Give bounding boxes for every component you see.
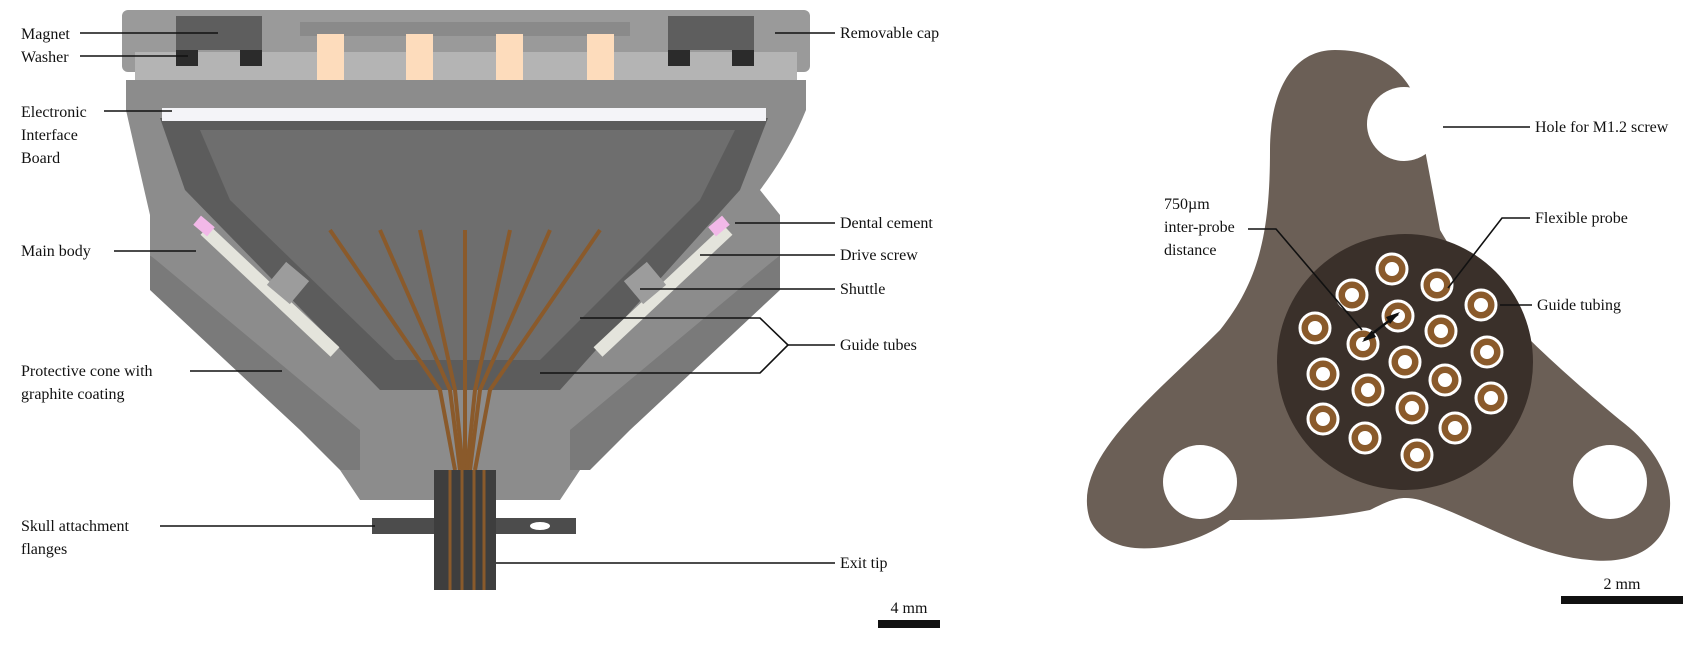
electronic-interface-board-shape: [162, 108, 766, 121]
label-guide-tubing: Guide tubing: [1537, 297, 1621, 314]
dental-cement-shape: [193, 215, 215, 237]
dental-cement-shape: [708, 215, 730, 237]
probe-lumen: [1434, 324, 1448, 338]
label-removable-cap: Removable cap: [840, 25, 939, 42]
screw-hole-right: [1573, 445, 1647, 519]
probe-lumen: [1316, 367, 1330, 381]
scale-bar-left-label: 4 mm: [891, 600, 928, 617]
probe-lumen: [1438, 373, 1452, 387]
washer-shape: [176, 50, 198, 66]
probe-lumen: [1345, 288, 1359, 302]
label-cone-line1: Protective cone with: [21, 363, 153, 380]
label-drive-screw: Drive screw: [840, 247, 918, 264]
shuttle-shape: [623, 261, 667, 305]
label-screw-hole: Hole for M1.2 screw: [1535, 119, 1669, 136]
drive-screw-shape: [593, 225, 733, 357]
probe-lumen: [1308, 321, 1322, 335]
probe-lumen: [1391, 309, 1405, 323]
washer-shape: [732, 50, 754, 66]
probe-lumen: [1385, 262, 1399, 276]
screw-hole-top: [1367, 87, 1441, 161]
label-eib-line1: Electronic: [21, 104, 87, 121]
label-main-body: Main body: [21, 243, 91, 260]
scale-bar-right: [1561, 596, 1683, 604]
probe-lumen: [1410, 448, 1424, 462]
label-exit-tip: Exit tip: [840, 555, 888, 572]
label-cone-line2: graphite coating: [21, 386, 125, 403]
label-distance-line2: inter-probe: [1164, 219, 1235, 236]
probe-lumen: [1356, 337, 1370, 351]
drive-screw-shape: [200, 225, 340, 357]
probe-lumen: [1405, 401, 1419, 415]
label-guide-tubes: Guide tubes: [840, 337, 917, 354]
magnet-shape: [668, 16, 754, 50]
label-distance-line3: distance: [1164, 242, 1216, 259]
washer-shape: [240, 50, 262, 66]
label-skull-line2: flanges: [21, 541, 67, 558]
probe-lumen: [1474, 298, 1488, 312]
label-skull-line1: Skull attachment: [21, 518, 130, 535]
exit-tip-shape: [434, 470, 496, 590]
label-dental-cement: Dental cement: [840, 215, 933, 232]
washer-shape: [668, 50, 690, 66]
scale-bar-left: [878, 620, 940, 628]
protective-cone-shape: [150, 255, 360, 470]
screw-hole-left: [1163, 445, 1237, 519]
probe-lumen: [1484, 391, 1498, 405]
probe-lumen: [1398, 355, 1412, 369]
label-distance-line1: 750µm: [1164, 196, 1210, 213]
label-flexible-probe: Flexible probe: [1535, 210, 1628, 227]
probe-array: [1298, 252, 1508, 472]
scale-bar-right-label: 2 mm: [1604, 576, 1641, 593]
distance-arrow: [1248, 228, 1400, 342]
label-magnet: Magnet: [21, 26, 70, 43]
probe-lumen: [1361, 383, 1375, 397]
drive-cross-section: [122, 10, 810, 590]
probe-lumen: [1480, 345, 1494, 359]
label-eib-line2: Interface: [21, 127, 78, 144]
label-washer: Washer: [21, 49, 69, 66]
shuttle-shape: [266, 261, 310, 305]
probe-lumen: [1358, 431, 1372, 445]
label-shuttle: Shuttle: [840, 281, 885, 298]
probe-lumen: [1430, 278, 1444, 292]
probe-lumen: [1448, 421, 1462, 435]
label-eib-line3: Board: [21, 150, 60, 167]
probe-lumen: [1316, 412, 1330, 426]
skull-flange-shape: [372, 518, 434, 534]
guide-tubes-shape: [328, 228, 602, 471]
